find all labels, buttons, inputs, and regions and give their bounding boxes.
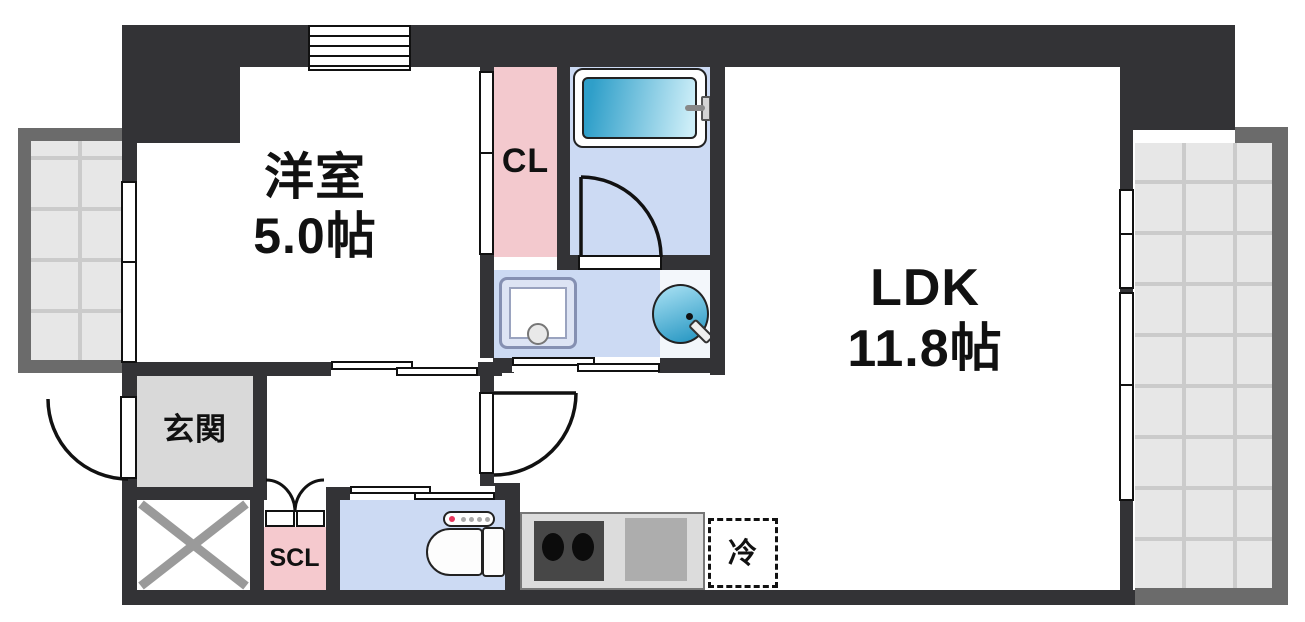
- closet-sliding-door: [479, 71, 494, 255]
- room-label-closet: CL: [494, 141, 557, 181]
- toilet-bowl: [426, 528, 483, 576]
- window-sash: [121, 261, 137, 363]
- entrance-door-leaf: [120, 396, 137, 479]
- wall: [253, 375, 267, 500]
- western-room-window: [121, 181, 137, 363]
- wall: [658, 358, 725, 373]
- shoe-closet-label: SCL: [269, 544, 320, 572]
- room-label-shoe-closet: SCL: [263, 544, 326, 574]
- ldk-window-small: [1119, 189, 1134, 289]
- closet-label: CL: [501, 142, 550, 180]
- bathtub-water: [582, 77, 697, 139]
- room-label-entrance: 玄関: [137, 412, 253, 449]
- wall: [122, 487, 264, 500]
- wall-right: [1120, 130, 1133, 191]
- wall: [710, 67, 725, 375]
- wall-bottom: [122, 590, 1135, 605]
- wall: [505, 487, 520, 605]
- toilet-button: [477, 517, 482, 522]
- toilet-button: [461, 517, 466, 522]
- door-panel: [577, 363, 660, 372]
- refrigerator-glyph: 冷: [727, 538, 758, 570]
- room-label-western: 洋室 5.0帖: [185, 148, 445, 266]
- hall-door-opening: [479, 392, 494, 474]
- refrigerator-label: 冷: [708, 537, 778, 571]
- hall-door-arc: [493, 392, 578, 477]
- wall: [480, 253, 494, 358]
- top-window: [308, 25, 411, 71]
- wall: [493, 358, 514, 373]
- balcony-right-floor: [1135, 143, 1272, 588]
- window-sash: [1119, 383, 1134, 501]
- entrance-label: 玄関: [163, 412, 227, 447]
- shoe-closet-area: [264, 527, 326, 590]
- door-panel: [413, 491, 495, 500]
- room-name: 洋室: [264, 149, 366, 205]
- toilet-button: [485, 517, 490, 522]
- wall-right: [1120, 285, 1133, 294]
- burner: [542, 533, 564, 561]
- wall: [250, 500, 264, 605]
- balcony-right-border-right: [1272, 127, 1288, 605]
- entrance-door-arc: [46, 398, 129, 481]
- toilet-sliding-door: [350, 486, 495, 500]
- door-panel: [479, 151, 494, 255]
- burner: [572, 533, 594, 561]
- shoe-closet-door-leaf: [265, 510, 295, 527]
- ldk-window-large: [1119, 292, 1134, 501]
- wall: [480, 373, 494, 394]
- shoe-closet-door-arc: [265, 478, 297, 513]
- wall-left: [122, 25, 137, 182]
- wall: [122, 362, 332, 376]
- room-size: 11.8帖: [847, 320, 1003, 379]
- shoe-closet-door-arc: [293, 478, 325, 513]
- door-panel: [350, 486, 432, 495]
- wall: [326, 500, 340, 605]
- western-room-sliding-door: [331, 361, 478, 376]
- wall-left: [122, 477, 137, 605]
- wall-column-topright: [1120, 25, 1235, 130]
- bathroom-door-opening: [578, 255, 662, 270]
- pipe-space-area: [137, 500, 250, 590]
- wall: [660, 255, 710, 270]
- door-panel: [512, 357, 595, 366]
- door-panel: [331, 361, 414, 370]
- pan-drain: [527, 323, 549, 345]
- wall: [405, 25, 1235, 67]
- room-name: LDK: [870, 259, 980, 317]
- entrance-area: [137, 375, 253, 487]
- balcony-right-border-bottom: [1135, 588, 1272, 605]
- door-panel: [395, 367, 478, 376]
- shoe-closet-door-leaf: [296, 510, 325, 527]
- washroom-sliding-door: [512, 357, 660, 372]
- wall: [326, 487, 352, 500]
- balcony-left-floor: [31, 141, 122, 360]
- wall: [480, 65, 494, 73]
- washbasin-drain: [686, 313, 693, 320]
- refrigerator-space: [708, 518, 778, 588]
- wall: [557, 255, 580, 270]
- wall-right: [1120, 499, 1133, 605]
- toilet-button: [469, 517, 474, 522]
- closet-area: [494, 67, 557, 257]
- room-size: 5.0帖: [253, 208, 377, 264]
- room-label-ldk: LDK 11.8帖: [790, 258, 1060, 381]
- kitchen-sink: [625, 518, 687, 581]
- wall: [557, 65, 570, 270]
- wall-column-topleft: [122, 25, 240, 143]
- window-sash: [1119, 233, 1134, 289]
- toilet-led-red: [449, 516, 455, 522]
- toilet-tank: [482, 527, 505, 577]
